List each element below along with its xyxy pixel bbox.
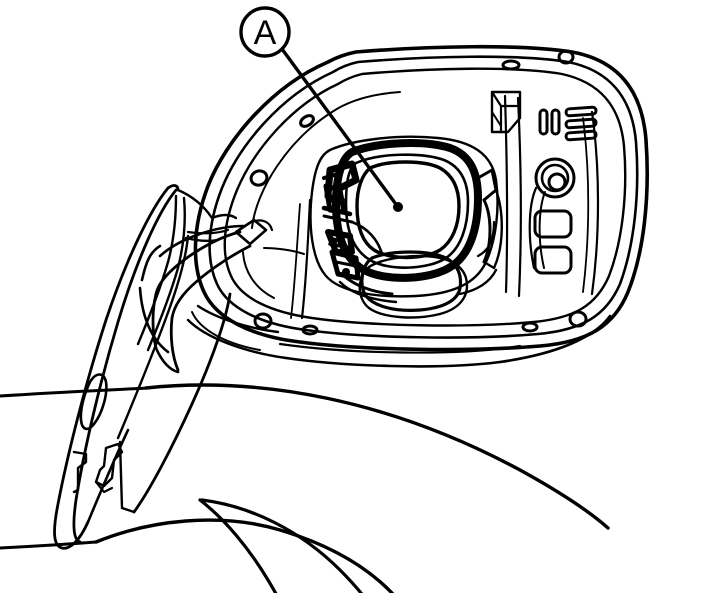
mounting-pad-upper [533,209,573,239]
housing-floor-dividers [263,198,312,320]
callout-a-circle[interactable] [239,6,291,58]
mounting-pad-lower [533,245,573,275]
fuel-filler-neck-assembly [309,135,503,319]
fuel-filler-door [53,184,238,550]
vent-slots-vertical [538,108,561,136]
fuel-filler-housing [193,44,649,352]
fastener-hole-slot [299,114,315,128]
fastener-hole-slot [521,321,539,333]
latch-bracket [321,160,398,304]
callout-a-label: A [254,14,277,52]
fastener-holes [249,49,588,336]
fastener-hole-round [249,169,269,187]
vent-slots [538,105,598,142]
vent-slots-horizontal [564,105,598,142]
fastener-hole-slot [301,324,319,336]
fastener-hole-slot [501,59,521,71]
body-join-lower-left [186,304,612,368]
mounting-pads [533,209,573,275]
fastener-hole-round [568,310,588,328]
fuel-filler-opening [355,160,461,260]
body-panel-contour [0,383,610,593]
callout-a[interactable]: A [239,6,403,212]
fastener-hole-round [253,312,273,330]
fastener-hole-round [557,49,575,65]
callout-a-leader-dot [393,202,403,212]
drain-grommet [528,157,576,270]
lower-recess-pocket [360,250,463,312]
callout-a-leader-line [280,47,400,209]
